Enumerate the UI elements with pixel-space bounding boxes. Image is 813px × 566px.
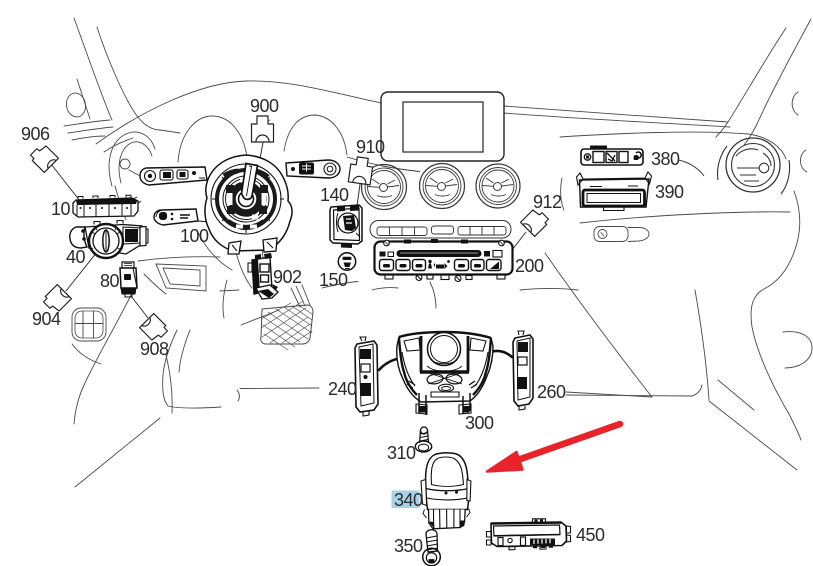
svg-text:300: 300	[465, 413, 494, 433]
svg-text:900: 900	[250, 96, 279, 116]
svg-text:908: 908	[140, 339, 169, 359]
svg-text:240: 240	[328, 379, 357, 399]
svg-text:40: 40	[66, 247, 86, 267]
svg-text:910: 910	[356, 137, 385, 157]
svg-text:200: 200	[515, 256, 544, 276]
svg-text:390: 390	[655, 182, 684, 202]
svg-text:904: 904	[32, 309, 61, 329]
svg-text:100: 100	[180, 226, 209, 246]
svg-text:912: 912	[533, 192, 562, 212]
svg-text:450: 450	[576, 525, 605, 545]
svg-text:260: 260	[537, 382, 566, 402]
svg-text:310: 310	[387, 443, 416, 463]
svg-text:10: 10	[51, 199, 71, 219]
svg-text:350: 350	[394, 536, 423, 556]
svg-text:380: 380	[651, 149, 680, 169]
svg-text:150: 150	[319, 270, 348, 290]
svg-text:80: 80	[100, 271, 120, 291]
svg-text:906: 906	[21, 124, 50, 144]
svg-text:902: 902	[273, 267, 302, 287]
svg-text:140: 140	[320, 185, 349, 205]
svg-text:340: 340	[394, 490, 423, 510]
